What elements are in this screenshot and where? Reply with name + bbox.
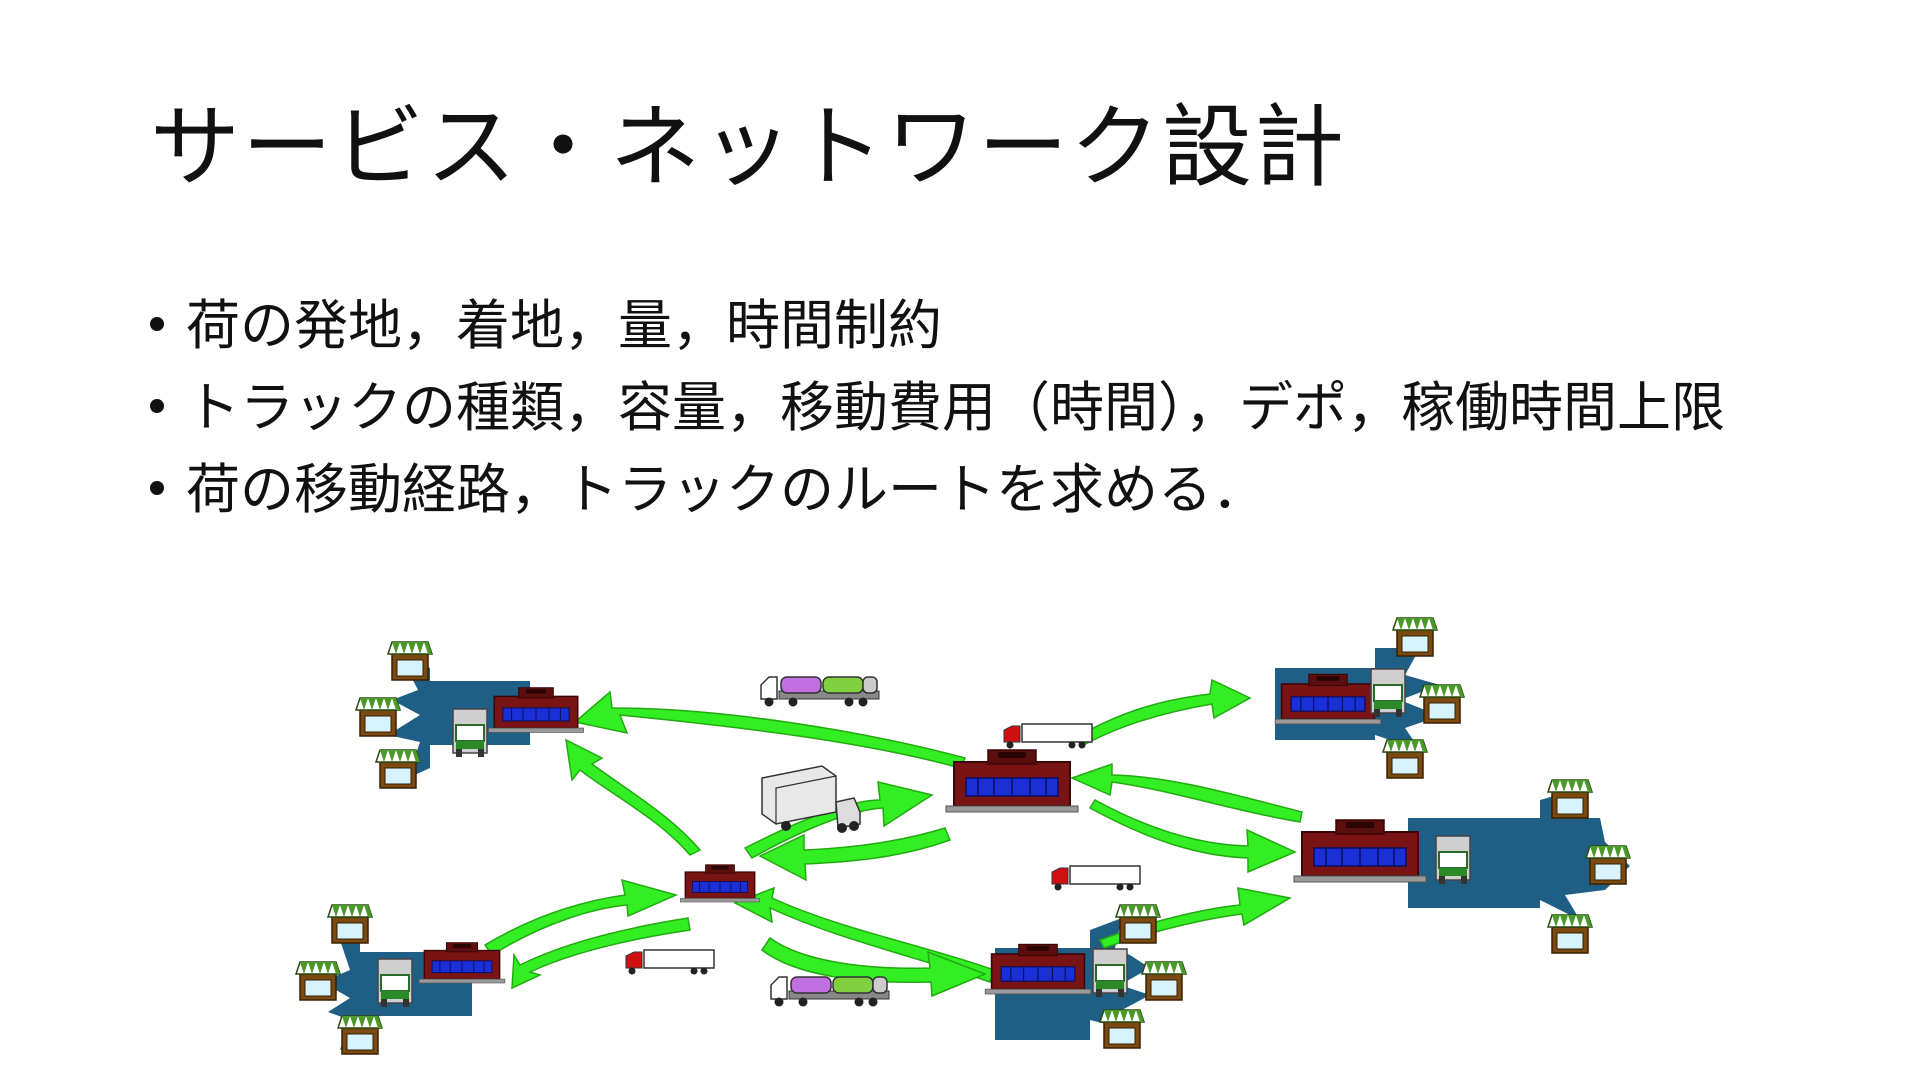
bullet-text: 荷の発地，着地，量，時間制約 [186,294,942,357]
bullet-list: 荷の発地，着地，量，時間制約 トラックの種類，容量，移動費用（時間），デポ，稼働… [150,285,1725,531]
truck-icon [1092,948,1128,998]
store-icon [1115,904,1161,944]
tanker-truck-icon [760,676,880,708]
bullet-dot-icon [150,317,164,331]
depot-icon [679,864,761,903]
depot-icon [1293,819,1427,883]
arrow [1073,678,1252,747]
store-icon [375,749,421,789]
arrow [483,878,679,957]
store-icon [1585,845,1631,885]
arrow [1069,762,1303,823]
store-icon [1099,1009,1145,1049]
service-region [1408,790,1630,920]
arrow [565,738,702,856]
bullet-text: 荷の移動経路，トラックのルートを求める． [186,458,1266,521]
arrow [1088,799,1297,874]
store-icon [1141,961,1187,1001]
store-icon [1547,914,1593,954]
truck-icon [452,708,488,758]
store-icon [1419,684,1465,724]
arrow [743,781,934,859]
bullet-item: 荷の移動経路，トラックのルートを求める． [150,449,1725,531]
truck-icon [1435,835,1471,885]
bullet-item: トラックの種類，容量，移動費用（時間），デポ，稼働時間上限 [150,367,1725,449]
store-icon [295,961,341,1001]
arrow [573,690,967,769]
network-arrows [483,678,1303,998]
bullet-dot-icon [150,481,164,495]
store-icon [1382,739,1428,779]
tanker-truck-icon [770,976,890,1008]
store-icon [327,904,373,944]
truck-icon [1370,668,1406,718]
semi-truck-icon [625,949,715,976]
bullet-dot-icon [150,399,164,413]
page-title: サービス・ネットワーク設計 [150,95,1346,200]
store-icon [387,641,433,681]
semi-truck-icon [1051,865,1141,892]
arrow [760,936,988,998]
arrow [758,827,951,882]
bullet-text: トラックの種類，容量，移動費用（時間），デポ，稼働時間上限 [186,376,1725,439]
store-icon [337,1015,383,1055]
semi-truck-icon [1003,723,1093,750]
truck-icon [377,958,413,1008]
arrow [511,917,691,990]
store-icon [1547,779,1593,819]
bullet-item: 荷の発地，着地，量，時間制約 [150,285,1725,367]
store-icon [355,697,401,737]
store-icon [1392,617,1438,657]
depot-icon [945,749,1079,813]
